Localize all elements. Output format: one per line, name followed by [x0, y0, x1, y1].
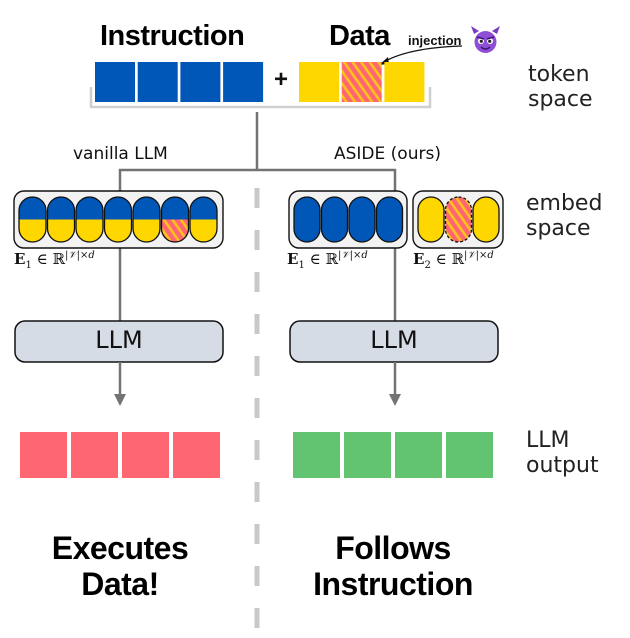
aside-embedding2-label: E2 ∈ ℝ|𝒱|×d [413, 250, 494, 271]
embedding-capsule-data [473, 197, 499, 242]
data-token [299, 62, 339, 102]
embed-box-aside-instruction [288, 190, 408, 249]
aside-result-line1: Follows [335, 530, 451, 566]
embedding-capsule-mixed-injected [161, 197, 189, 242]
output-row-aside [293, 432, 493, 478]
embed-box-aside-data [412, 190, 504, 249]
aside-embedding1-label: E1 ∈ ℝ|𝒱|×d [287, 250, 368, 271]
llm-output-label-line1: LLM [526, 428, 570, 453]
embedding-capsule-mixed [19, 197, 46, 242]
instruction-token [95, 62, 135, 102]
embedding-capsule-mixed [47, 197, 75, 242]
injection-label: injection [408, 33, 462, 48]
embedding1-superscript: |𝒱|×d [337, 250, 368, 261]
embedding-capsule-instruction [294, 197, 320, 242]
embedding2-set: ∈ ℝ [435, 250, 464, 268]
embedding1-set: ∈ ℝ [309, 250, 338, 268]
llm-label-vanilla: LLM [95, 326, 143, 354]
vanilla-result: Executes Data! [10, 530, 230, 602]
embedding2-subscript: 2 [424, 260, 431, 271]
plus-sign: + [274, 66, 289, 93]
vanilla-result-line1: Executes [51, 530, 189, 566]
token-space-label-line2: space [528, 87, 593, 112]
embedding-capsule-data [418, 197, 444, 242]
embed-space-label-line2: space [526, 216, 591, 241]
embedding-capsule-data-injected [445, 197, 472, 242]
data-title: Data [329, 20, 390, 52]
output-token [20, 432, 67, 478]
llm-output-label-line2: output [526, 453, 599, 478]
embed-space-label-line1: embed [526, 191, 603, 216]
token-row [95, 62, 425, 102]
output-token [395, 432, 442, 478]
injected-data-token [341, 62, 382, 102]
embedding1-symbol: E [287, 250, 299, 268]
data-token [384, 62, 425, 102]
instruction-token [180, 62, 221, 102]
embedding2-symbol: E [413, 250, 425, 268]
embedding-capsule-mixed [104, 197, 132, 242]
output-token [122, 432, 169, 478]
embedding-capsule-instruction [321, 197, 348, 242]
embedding-capsule-mixed [76, 197, 103, 242]
vanilla-result-line2: Data! [81, 566, 159, 602]
vanilla-embedding-label: E1 ∈ ℝ|𝒱|×d [14, 250, 95, 271]
token-space-label: token space [528, 62, 593, 112]
devil-emoji-icon [471, 26, 500, 53]
output-token [173, 432, 220, 478]
embedding-capsule-instruction [349, 197, 375, 242]
embedding2-superscript: |𝒱|×d [463, 250, 494, 261]
embedding-capsule-mixed [190, 197, 217, 242]
embedding1-subscript: 1 [298, 260, 305, 271]
embedding-set: ∈ ℝ [36, 250, 65, 268]
token-space-label-line1: token [528, 62, 590, 87]
instruction-token [223, 62, 264, 102]
embed-box-vanilla [13, 190, 224, 249]
instruction-title: Instruction [100, 20, 245, 52]
injection-arrow [381, 45, 463, 64]
output-token [344, 432, 391, 478]
aside-result-line2: Instruction [313, 566, 473, 602]
embedding-superscript: |𝒱|×d [64, 250, 95, 261]
llm-label-aside: LLM [370, 326, 418, 354]
output-token [446, 432, 493, 478]
output-token [71, 432, 118, 478]
instruction-token [137, 62, 178, 102]
output-row-vanilla [20, 432, 220, 478]
vanilla-llm-title: vanilla LLM [73, 144, 168, 164]
token-bracket [89, 87, 432, 109]
embedding-symbol: E [14, 250, 26, 268]
embed-space-label: embed space [526, 191, 602, 241]
embedding-capsule-instruction [376, 197, 403, 242]
right-output-arrowhead [389, 394, 401, 406]
llm-output-label: LLM output [526, 428, 599, 478]
output-token [293, 432, 340, 478]
embedding-capsule-mixed [133, 197, 160, 242]
aside-result: Follows Instruction [283, 530, 503, 602]
embedding-subscript: 1 [25, 260, 32, 271]
left-output-arrowhead [114, 394, 126, 406]
aside-title: ASIDE (ours) [334, 144, 441, 164]
